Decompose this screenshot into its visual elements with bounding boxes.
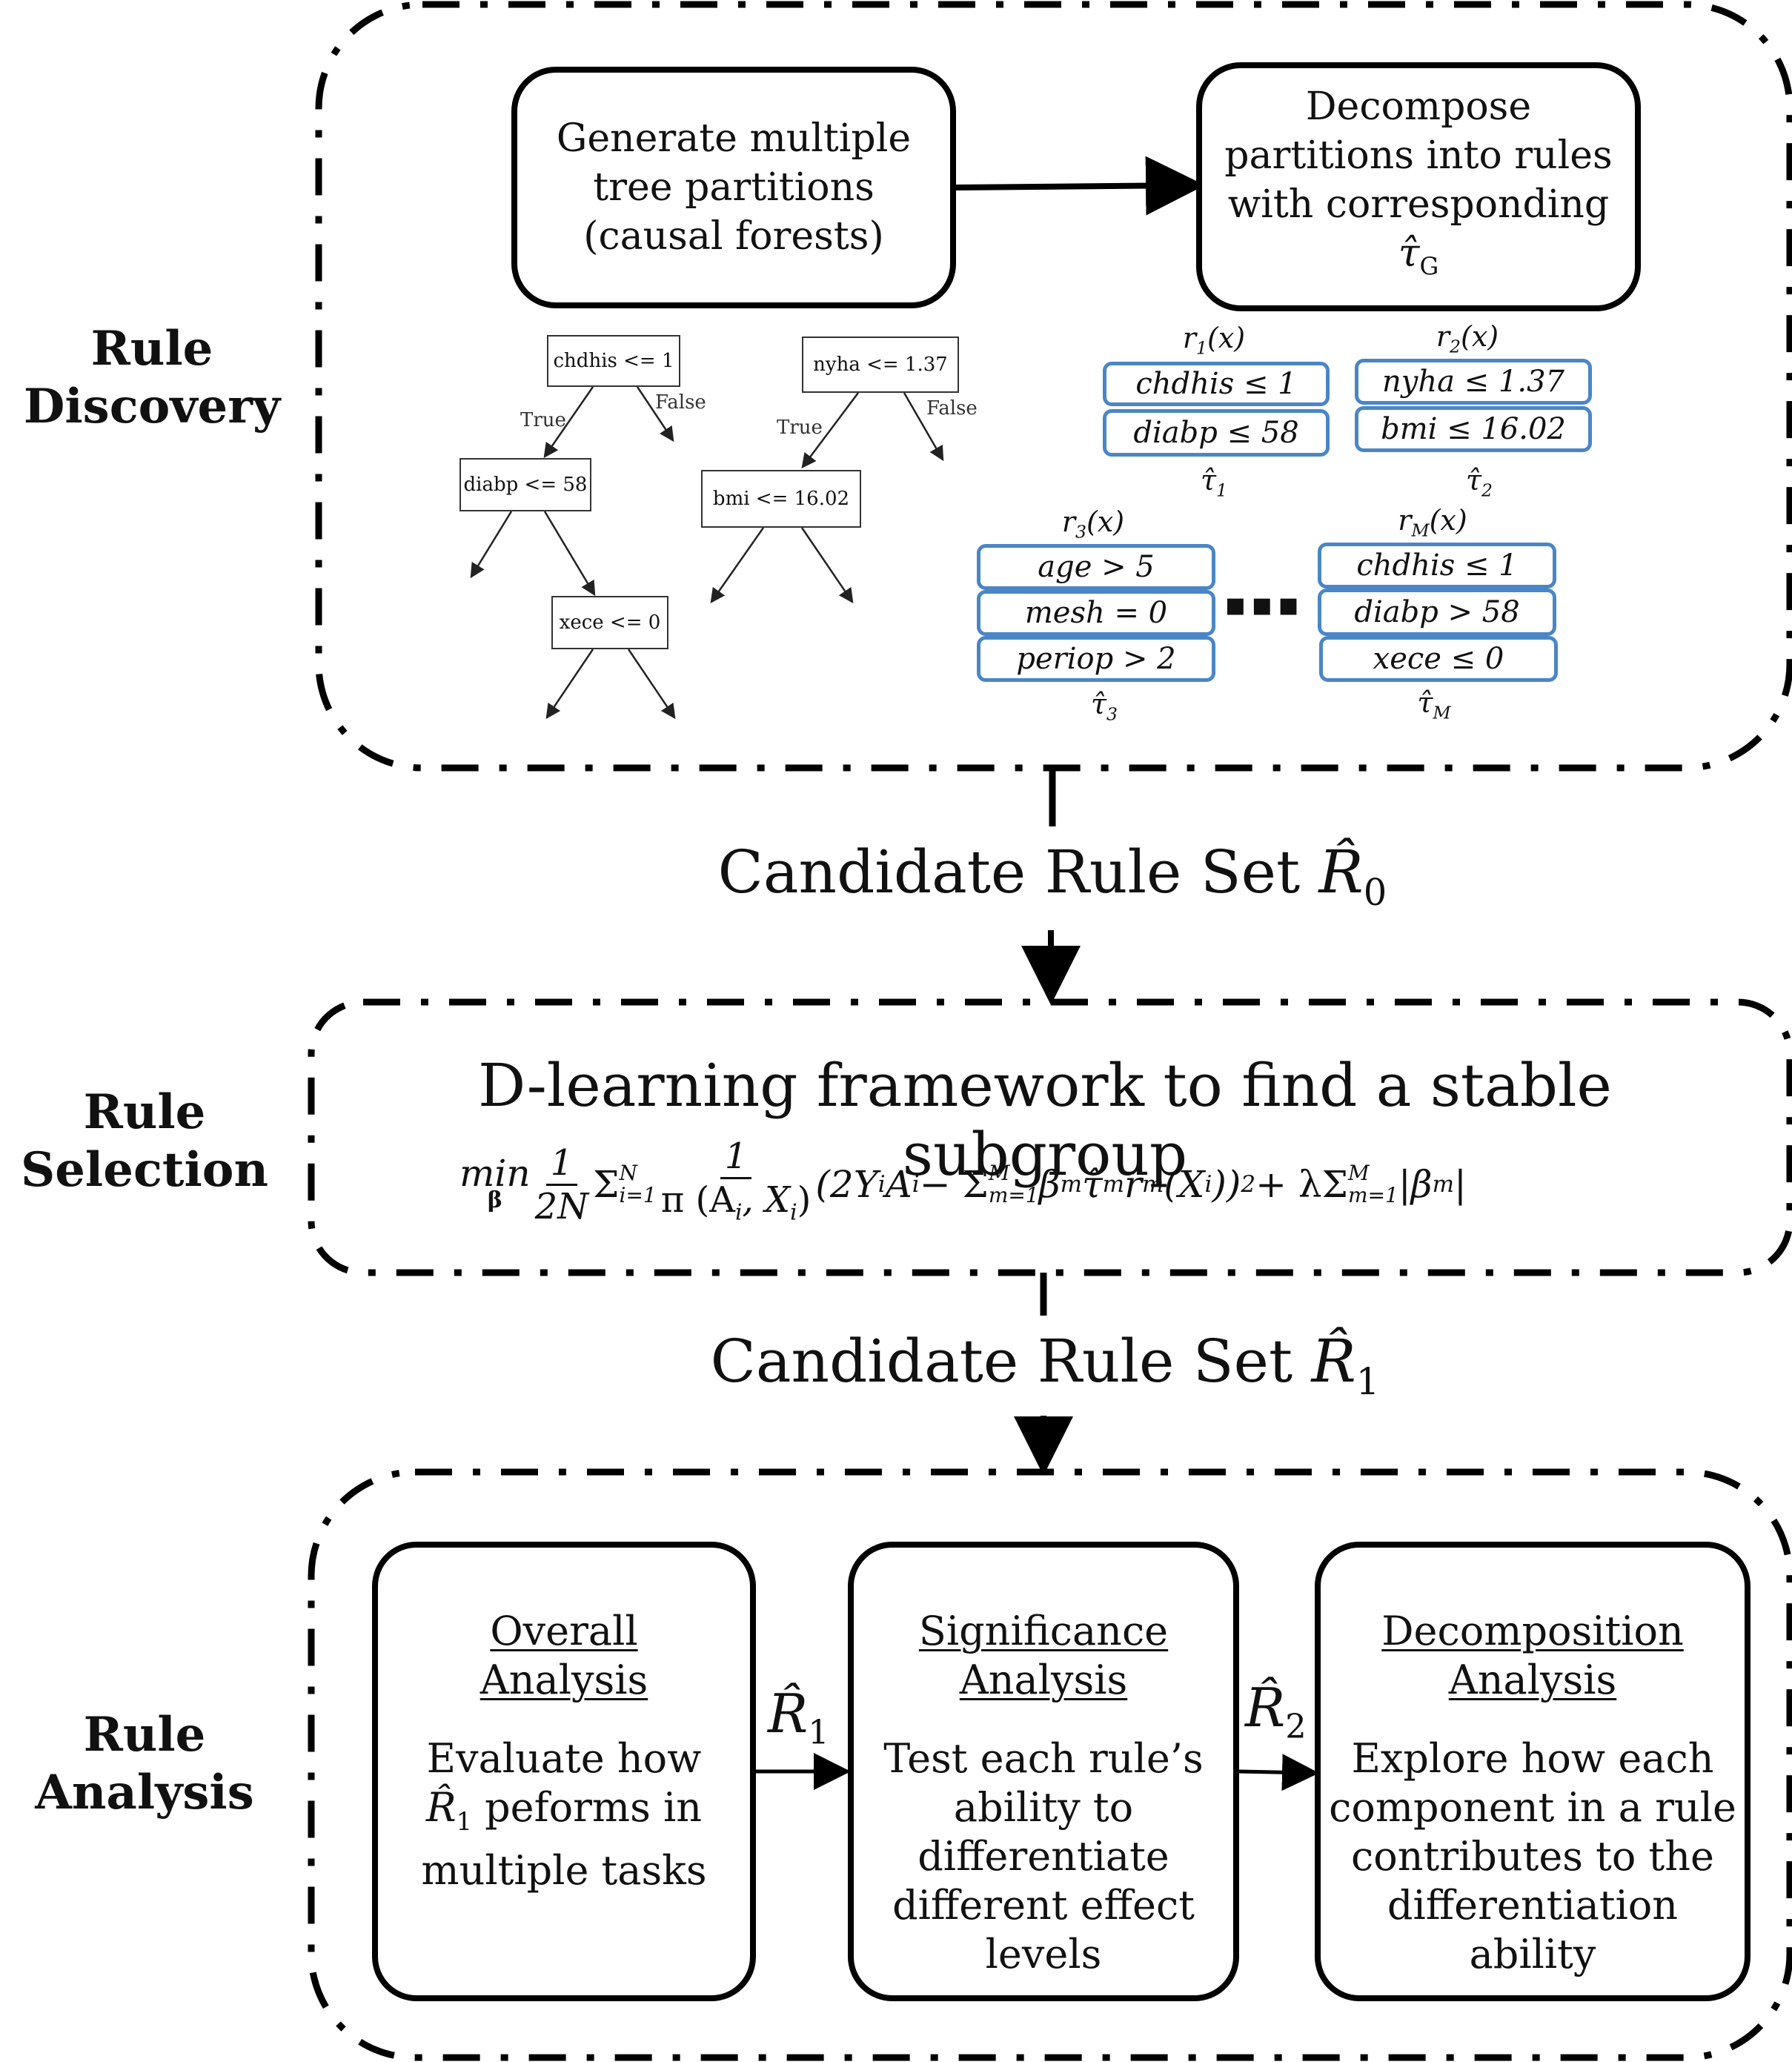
tree1-edges (470, 386, 676, 720)
tree1-leftright-node: xece <= 0 (551, 596, 668, 649)
ruleM-head: rM(x) (1398, 504, 1467, 541)
significance-analysis-box: Significance Analysis Test each rule’s a… (848, 1542, 1239, 2001)
rule1-cond1: chdhis ≤ 1 (1103, 362, 1330, 406)
selection-container (308, 998, 1792, 1276)
rule1-head: r1(x) (1182, 322, 1246, 359)
overall-analysis-box: Overall Analysis Evaluate how R̂1 peform… (372, 1542, 756, 2001)
generate-partitions-box: Generate multiple tree partitions (causa… (511, 67, 956, 308)
candidate-rule-set-0: Candidate Rule Set R̂0 (717, 838, 1387, 914)
tree1-false-label: False (655, 391, 706, 414)
rule2-tau: τ̂2 (1465, 464, 1493, 501)
tree1-true-label: True (520, 409, 566, 431)
tree2-false-label: False (926, 397, 978, 420)
ruleM-cond2: diabp > 58 (1318, 589, 1556, 636)
significance-to-decomposition-arrow (1238, 1754, 1319, 1791)
rule3-cond2: mesh = 0 (977, 590, 1215, 636)
tree2-edges (710, 392, 944, 604)
generate-to-decompose-arrow (955, 156, 1205, 216)
arrow1-label: R̂1 (768, 1683, 829, 1752)
rule2-head: r2(x) (1436, 320, 1499, 357)
decompose-tau: τ̂G (1398, 231, 1439, 281)
tree1-root-node: chdhis <= 1 (547, 335, 680, 387)
tree2-left-node: bmi <= 16.02 (701, 470, 861, 528)
decomposition-analysis-box: Decomposition Analysis Explore how each … (1315, 1542, 1750, 2001)
ruleM-tau: τ̂M (1417, 686, 1451, 723)
ruleM-cond3: xece ≤ 0 (1319, 636, 1558, 682)
tree1-left-node: diabp <= 58 (459, 458, 591, 511)
tree2-root-node: nyha <= 1.37 (802, 337, 959, 393)
rule3-cond3: periop > 2 (977, 636, 1215, 682)
selection-title: D-learning framework to find a stable su… (478, 1051, 1612, 1189)
decompose-partitions-box: Decompose partitions into rules with cor… (1196, 62, 1641, 311)
rules-ellipsis: ▪▪▪ (1224, 586, 1304, 623)
rule3-tau: τ̂3 (1090, 688, 1118, 725)
arrow2-label: R̂2 (1245, 1677, 1307, 1746)
rule1-cond2: diabp ≤ 58 (1103, 409, 1330, 457)
rule2-cond1: nyha ≤ 1.37 (1355, 359, 1592, 405)
ruleM-cond1: chdhis ≤ 1 (1318, 543, 1556, 589)
rule2-cond2: bmi ≤ 16.02 (1355, 406, 1592, 452)
tree2-true-label: True (777, 417, 823, 439)
candidate-rule-set-1: Candidate Rule Set R̂1 (710, 1327, 1380, 1403)
rule3-head: r3(x) (1061, 505, 1125, 543)
rule3-cond1: age > 5 (977, 544, 1215, 590)
rule1-tau: τ̂1 (1200, 464, 1227, 501)
